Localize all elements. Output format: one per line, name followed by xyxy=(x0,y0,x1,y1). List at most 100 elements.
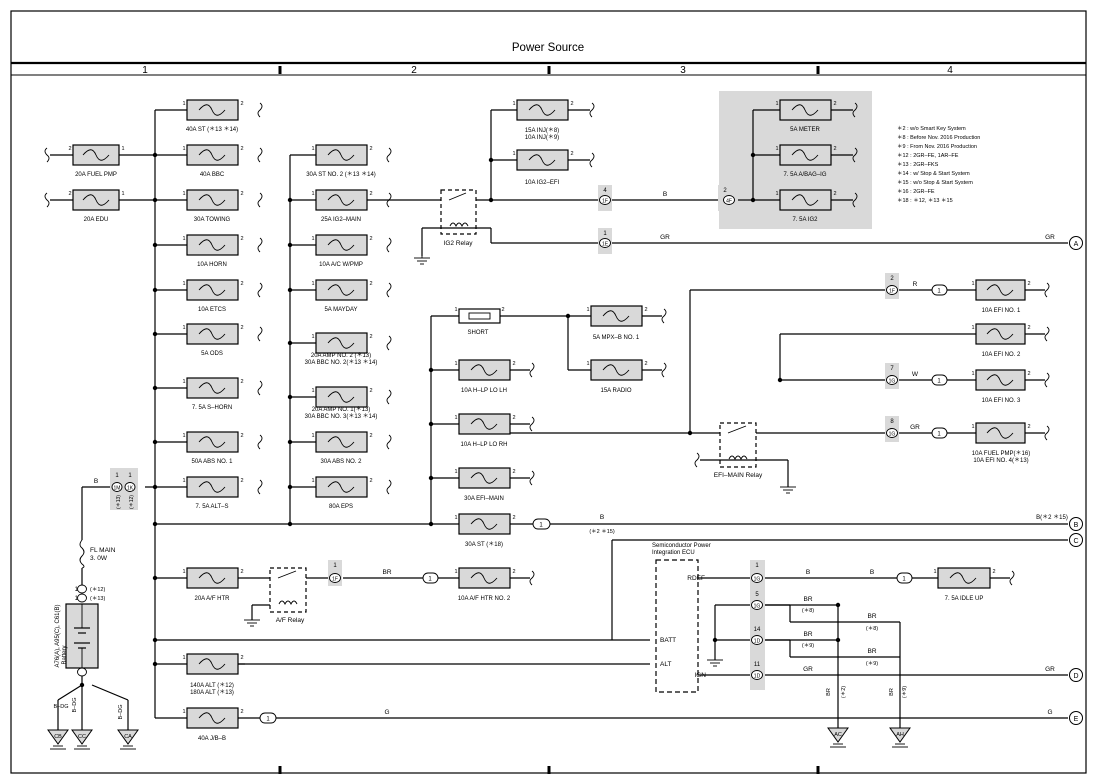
svg-text:1: 1 xyxy=(586,307,589,313)
svg-text:7: 7 xyxy=(890,366,894,372)
svg-text:1: 1 xyxy=(182,569,185,575)
bus-lines xyxy=(50,109,1068,730)
svg-text:20A EDU: 20A EDU xyxy=(84,217,109,223)
svg-text:SHORT: SHORT xyxy=(468,330,489,336)
svg-text:1K: 1K xyxy=(127,486,134,492)
svg-text:CC: CC xyxy=(78,734,86,740)
svg-text:40A BBC: 40A BBC xyxy=(200,172,225,178)
svg-text:1: 1 xyxy=(311,146,314,152)
svg-text:1F: 1F xyxy=(602,199,608,205)
svg-text:1G: 1G xyxy=(754,604,761,610)
svg-text:(＊2 ＊15): (＊2 ＊15) xyxy=(589,528,615,535)
svg-text:2: 2 xyxy=(240,281,243,287)
svg-text:1: 1 xyxy=(182,325,185,331)
svg-text:1: 1 xyxy=(971,325,974,331)
svg-text:Semiconductor Power: Semiconductor Power xyxy=(652,543,711,549)
svg-text:＊14 : w/ Stop & Start System: ＊14 : w/ Stop & Start System xyxy=(897,170,970,177)
svg-text:1: 1 xyxy=(933,569,936,575)
svg-text:1: 1 xyxy=(937,432,941,438)
inline-splices: 1 1 1 1 1 1 1 xyxy=(259,284,948,724)
svg-text:1: 1 xyxy=(454,361,457,367)
svg-text:3. 0W: 3. 0W xyxy=(90,555,108,562)
svg-text:10A EFI NO. 1: 10A EFI NO. 1 xyxy=(982,308,1021,314)
svg-text:1E: 1E xyxy=(602,242,609,248)
svg-text:1: 1 xyxy=(182,709,185,715)
svg-text:2: 2 xyxy=(369,146,372,152)
svg-text:EFI–MAIN Relay: EFI–MAIN Relay xyxy=(714,472,763,479)
svg-text:2: 2 xyxy=(1027,424,1030,430)
svg-text:7. 5A A/BAG–IG: 7. 5A A/BAG–IG xyxy=(783,172,826,178)
svg-text:2: 2 xyxy=(992,569,995,575)
svg-text:1: 1 xyxy=(182,146,185,152)
svg-text:2: 2 xyxy=(369,236,372,242)
svg-text:1: 1 xyxy=(454,307,457,313)
svg-text:1: 1 xyxy=(775,101,778,107)
svg-text:A/F Relay: A/F Relay xyxy=(276,617,305,624)
svg-text:2: 2 xyxy=(369,433,372,439)
svg-text:GR: GR xyxy=(1045,234,1055,241)
svg-text:2: 2 xyxy=(369,191,372,197)
svg-text:1: 1 xyxy=(266,717,270,723)
svg-text:1: 1 xyxy=(121,146,124,152)
svg-text:2: 2 xyxy=(833,101,836,107)
svg-text:2: 2 xyxy=(512,469,515,475)
svg-text:GR: GR xyxy=(660,234,670,241)
svg-text:1: 1 xyxy=(182,191,185,197)
svg-text:＊16 : 2GR–FE: ＊16 : 2GR–FE xyxy=(897,188,935,195)
fuse-labels: 40A ST (＊13 ＊14) 40A BBC 30A TOWING 10A … xyxy=(75,126,1030,742)
svg-text:1: 1 xyxy=(586,361,589,367)
connector-tags: 4 1F 1 1E 2 4F 2 1F 7 1G 8 1G 1 1F 1 1G … xyxy=(110,185,899,690)
svg-text:2: 2 xyxy=(240,655,243,661)
svg-text:1: 1 xyxy=(454,415,457,421)
svg-text:5A MAYDAY: 5A MAYDAY xyxy=(324,307,357,313)
column-header: 1 2 3 4 xyxy=(142,65,953,76)
svg-text:1: 1 xyxy=(454,515,457,521)
svg-text:10A EFI NO. 3: 10A EFI NO. 3 xyxy=(982,398,1021,404)
svg-text:＊15 : w/o Stop & Start System: ＊15 : w/o Stop & Start System xyxy=(897,179,973,186)
svg-text:140A ALT (＊12): 140A ALT (＊12) xyxy=(190,682,234,689)
svg-text:2: 2 xyxy=(369,478,372,484)
svg-text:30A ABS NO. 2: 30A ABS NO. 2 xyxy=(320,459,362,465)
svg-text:1: 1 xyxy=(311,388,314,394)
svg-text:ALT: ALT xyxy=(660,661,671,668)
svg-text:Battery: Battery xyxy=(62,645,68,664)
svg-text:(＊9): (＊9) xyxy=(866,660,878,667)
svg-text:1: 1 xyxy=(755,563,759,569)
svg-text:1: 1 xyxy=(311,191,314,197)
svg-text:＊18 : ＊12, ＊13 ＊15: ＊18 : ＊12, ＊13 ＊15 xyxy=(897,197,953,204)
svg-text:B–DG: B–DG xyxy=(72,698,78,713)
svg-text:1D: 1D xyxy=(754,639,761,645)
svg-text:10A EFI NO. 2: 10A EFI NO. 2 xyxy=(982,352,1021,358)
svg-text:C: C xyxy=(1073,538,1078,545)
svg-text:2: 2 xyxy=(890,276,894,282)
diagram-title: Power Source xyxy=(512,42,584,54)
svg-text:10A HORN: 10A HORN xyxy=(197,262,227,268)
ground-points: CB CC CA AC AH xyxy=(47,727,911,750)
svg-text:2: 2 xyxy=(240,569,243,575)
svg-text:B: B xyxy=(94,478,98,485)
svg-text:1: 1 xyxy=(182,281,185,287)
svg-text:11: 11 xyxy=(754,662,761,668)
svg-text:2: 2 xyxy=(1027,325,1030,331)
svg-text:5A MPX–B NO. 1: 5A MPX–B NO. 1 xyxy=(593,335,640,341)
svg-text:FL MAIN: FL MAIN xyxy=(90,547,116,554)
svg-text:AH: AH xyxy=(896,732,904,738)
svg-text:1: 1 xyxy=(512,151,515,157)
svg-text:10A H–LP LO RH: 10A H–LP LO RH xyxy=(461,442,508,448)
svg-text:1: 1 xyxy=(182,236,185,242)
svg-text:8: 8 xyxy=(890,419,894,425)
fuse-pin-numbers: 1 2 1 2 1 2 1 2 1 2 1 2 1 2 1 2 1 2 2 1 2 1 1 2 1 2 1… xyxy=(68,101,1030,715)
svg-text:2: 2 xyxy=(833,191,836,197)
battery: FL MAIN 3. 0W 1 1 (＊12) (＊13) A76(A), A9… xyxy=(55,539,116,677)
svg-text:BR: BR xyxy=(803,596,812,603)
svg-text:10A FUEL PMP(＊16): 10A FUEL PMP(＊16) xyxy=(972,450,1030,457)
svg-text:1: 1 xyxy=(311,478,314,484)
ig2-relay: IG2 Relay xyxy=(414,189,477,265)
svg-text:A76(A), A95(C), C61(B): A76(A), A95(C), C61(B) xyxy=(55,604,61,667)
svg-text:B–DG: B–DG xyxy=(118,705,124,720)
svg-text:2: 2 xyxy=(512,569,515,575)
svg-text:＊9 : From Nov. 2016 Productio: ＊9 : From Nov. 2016 Production xyxy=(897,143,977,150)
svg-text:2: 2 xyxy=(512,515,515,521)
svg-text:(＊9): (＊9) xyxy=(802,642,814,649)
